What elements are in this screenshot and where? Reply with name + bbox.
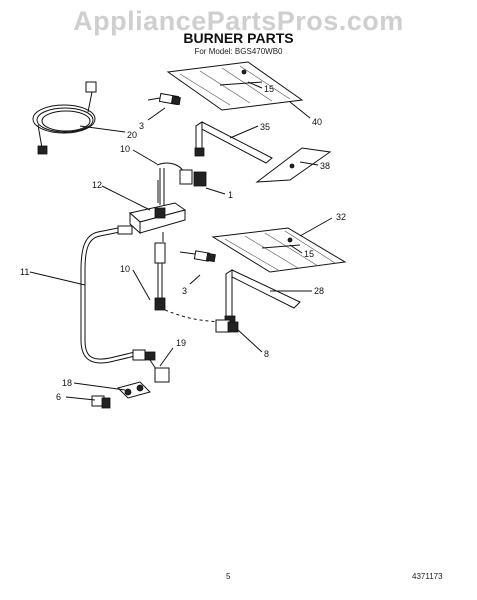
callout-18: 18	[62, 378, 72, 388]
callout-12: 12	[92, 180, 102, 190]
lower-burner-tube	[224, 269, 301, 325]
callout-3-upper: 3	[139, 121, 144, 131]
power-cord	[32, 81, 97, 155]
callout-10-upper: 10	[120, 144, 130, 154]
callout-15-upper: 15	[264, 84, 274, 94]
callout-35: 35	[260, 122, 270, 132]
callout-6: 6	[56, 392, 61, 402]
callout-38: 38	[320, 161, 330, 171]
lower-gas-tube	[154, 242, 219, 323]
upper-burner-tube	[194, 121, 273, 164]
callout-20: 20	[127, 130, 137, 140]
safety-valve	[128, 180, 187, 242]
leader-lines	[29, 81, 333, 401]
watermark-text: AppliancePartsPros.com	[73, 6, 404, 36]
document-number: 4371173	[412, 572, 443, 581]
flame-spreader	[255, 147, 332, 183]
callout-15-lower: 15	[304, 249, 314, 259]
thermocouple-tube	[80, 225, 136, 364]
callout-32: 32	[336, 212, 346, 222]
upper-gas-tube	[156, 162, 207, 205]
callout-28: 28	[314, 286, 324, 296]
callout-labels: 15 40 3 35 20 10 38 1 12 32 15 11 10 3 2…	[20, 84, 346, 402]
page-number: 5	[226, 572, 231, 581]
upper-electrode	[147, 92, 181, 106]
lower-burner-shield	[211, 227, 347, 273]
lower-orifice	[215, 319, 239, 333]
callout-1: 1	[228, 190, 233, 200]
callout-19: 19	[176, 338, 186, 348]
page-title: BURNER PARTS	[183, 30, 294, 46]
callout-10-lower: 10	[120, 264, 130, 274]
upper-burner-shield	[166, 61, 304, 111]
lower-electrode	[179, 250, 216, 263]
callout-11: 11	[20, 267, 29, 277]
pilot-assembly	[91, 349, 170, 409]
callout-3-lower: 3	[182, 286, 187, 296]
callout-8: 8	[264, 349, 269, 359]
model-subtitle: For Model: BGS470WB0	[194, 47, 283, 56]
callout-40: 40	[312, 117, 322, 127]
